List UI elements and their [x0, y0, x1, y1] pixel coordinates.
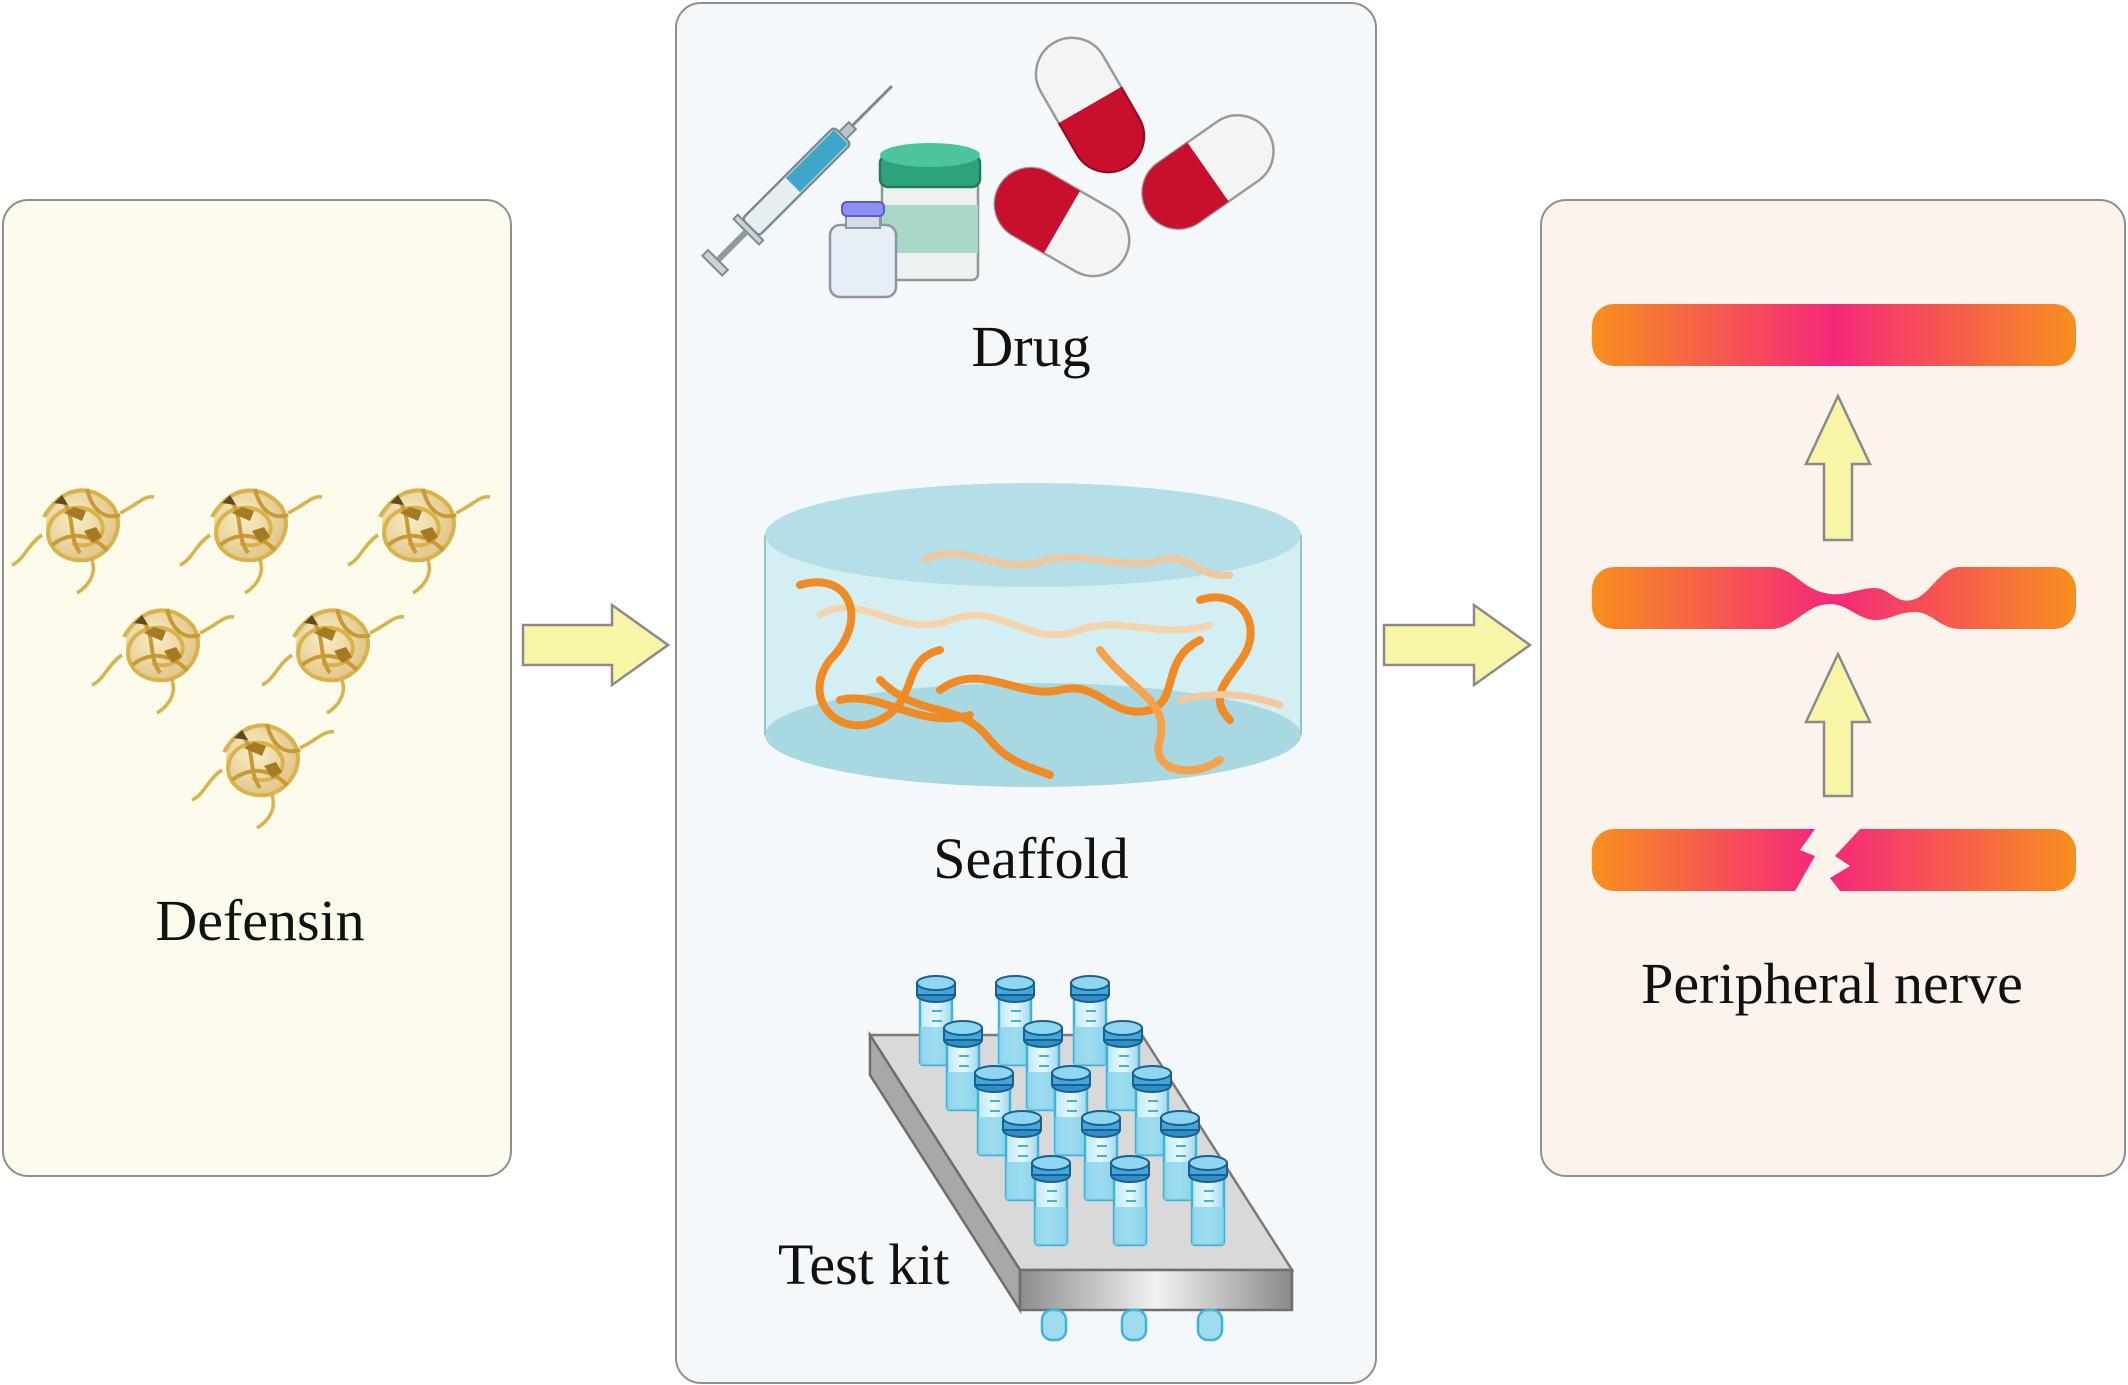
test-kit-label: Test kit	[778, 1232, 950, 1297]
nerve-fiber-icon	[1592, 304, 2076, 366]
capsule-icon	[993, 166, 1131, 278]
up-arrow-1	[1804, 393, 1872, 542]
drug-label: Drug	[971, 314, 1091, 379]
jar-icon	[878, 143, 982, 282]
defensin-label: Defensin	[155, 888, 365, 953]
petri-scaffold-icon	[764, 483, 1302, 787]
capsule-icon	[1034, 36, 1146, 174]
defensin-proteins	[10, 487, 492, 830]
peripheral-nerve-label: Peripheral nerve	[1641, 951, 2023, 1016]
nerve-fiber-icon	[1592, 567, 2076, 629]
defensin-panel	[2, 199, 512, 1177]
syringe-icon	[701, 85, 893, 277]
vial-icon	[828, 201, 898, 299]
test-tube-rack-icon	[867, 974, 1295, 1342]
up-arrow-2	[1804, 651, 1872, 798]
nerve-fiber-icon	[1592, 829, 2076, 891]
scaffold-label: Seaffold	[933, 826, 1129, 891]
flow-arrow-right-1	[521, 602, 671, 688]
flow-arrow-right-2	[1382, 602, 1533, 688]
capsule-icon	[1141, 114, 1275, 230]
